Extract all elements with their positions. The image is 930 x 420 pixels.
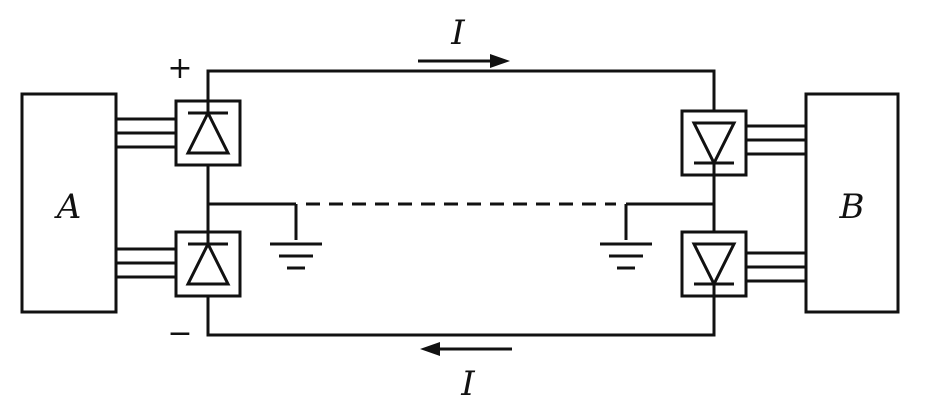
ground-icon: [598, 242, 654, 270]
converter-valve-a-lower: [174, 230, 242, 298]
plus-sign: +: [167, 51, 192, 86]
dc-line-positive: [206, 69, 716, 111]
current-label-top: I: [450, 13, 465, 53]
converter-valve-b-lower: [680, 230, 748, 298]
converter-valve-a-upper: [174, 99, 242, 167]
station-a: A: [20, 92, 118, 314]
ground-icon: [268, 242, 324, 270]
current-arrow-top: I: [418, 13, 510, 68]
station-a-label: A: [54, 187, 82, 227]
neutral-right: [624, 175, 716, 240]
current-label-bottom: I: [460, 364, 475, 404]
converter-valve-b-upper: [680, 109, 748, 177]
station-b-label: B: [839, 187, 865, 227]
minus-sign: −: [167, 316, 192, 351]
arrow-icon: [420, 342, 440, 356]
current-arrow-bottom: I: [420, 342, 512, 404]
station-b-connections: [746, 124, 806, 283]
station-b: B: [804, 92, 900, 314]
station-a-connections: [116, 117, 176, 279]
arrow-icon: [490, 54, 510, 68]
dc-line-negative: [206, 296, 716, 337]
neutral-left: [206, 165, 298, 240]
